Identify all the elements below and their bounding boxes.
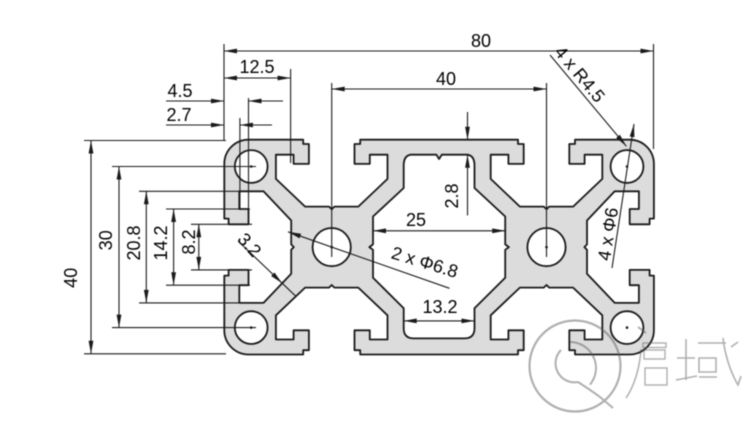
svg-text:2.8: 2.8 <box>442 183 462 208</box>
svg-text:30: 30 <box>96 230 116 250</box>
svg-text:13.2: 13.2 <box>422 297 457 317</box>
svg-text:4.5: 4.5 <box>167 81 192 101</box>
svg-text:2.7: 2.7 <box>166 105 191 125</box>
svg-text:14.2: 14.2 <box>151 225 171 260</box>
svg-text:12.5: 12.5 <box>239 57 274 77</box>
svg-text:8.2: 8.2 <box>179 229 199 254</box>
svg-text:40: 40 <box>61 268 81 288</box>
svg-text:25: 25 <box>406 210 426 230</box>
svg-text:80: 80 <box>471 31 491 51</box>
svg-text:20.8: 20.8 <box>124 225 144 260</box>
svg-text:40: 40 <box>436 69 456 89</box>
